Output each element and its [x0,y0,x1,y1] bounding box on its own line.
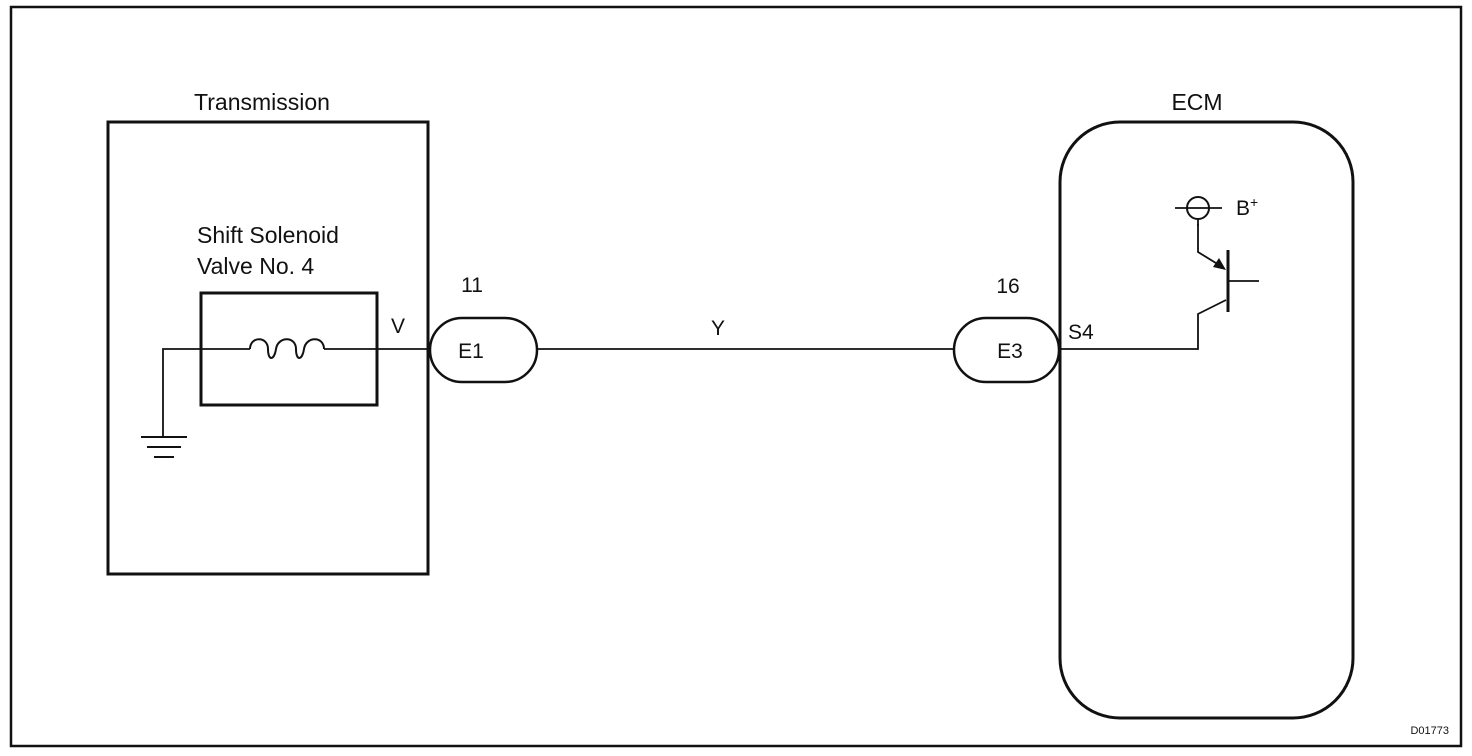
coil-symbol [249,338,325,359]
connector-e3-pin: 16 [996,275,1019,298]
ground-wire [162,348,250,436]
connector-e1 [428,316,539,384]
diagram-code: D01773 [1410,725,1449,737]
ecm-terminal-s4: S4 [1068,321,1094,344]
power-label: B+ [1236,194,1258,220]
transistor-icon [1197,224,1259,312]
wire-color-y: Y [711,317,725,340]
ground-icon [141,436,187,458]
connector-e1-name: E1 [458,340,484,363]
diagram-frame [9,5,1463,748]
power-label-main: B [1236,197,1250,220]
wire-color-v: V [391,315,405,338]
ecm-box [1058,120,1355,720]
connector-e1-pin: 11 [461,274,483,297]
solenoid-label-line1: Shift Solenoid [197,222,339,248]
transmission-label: Transmission [194,89,330,115]
power-label-sup: + [1250,194,1258,210]
ecm-label: ECM [1171,89,1222,115]
transmission-box [106,120,430,576]
power-terminal-icon [1175,196,1222,226]
connector-e3-name: E3 [997,340,1023,363]
solenoid-label-line2: Valve No. 4 [197,253,314,279]
ecm-internal-wire [1060,299,1227,350]
